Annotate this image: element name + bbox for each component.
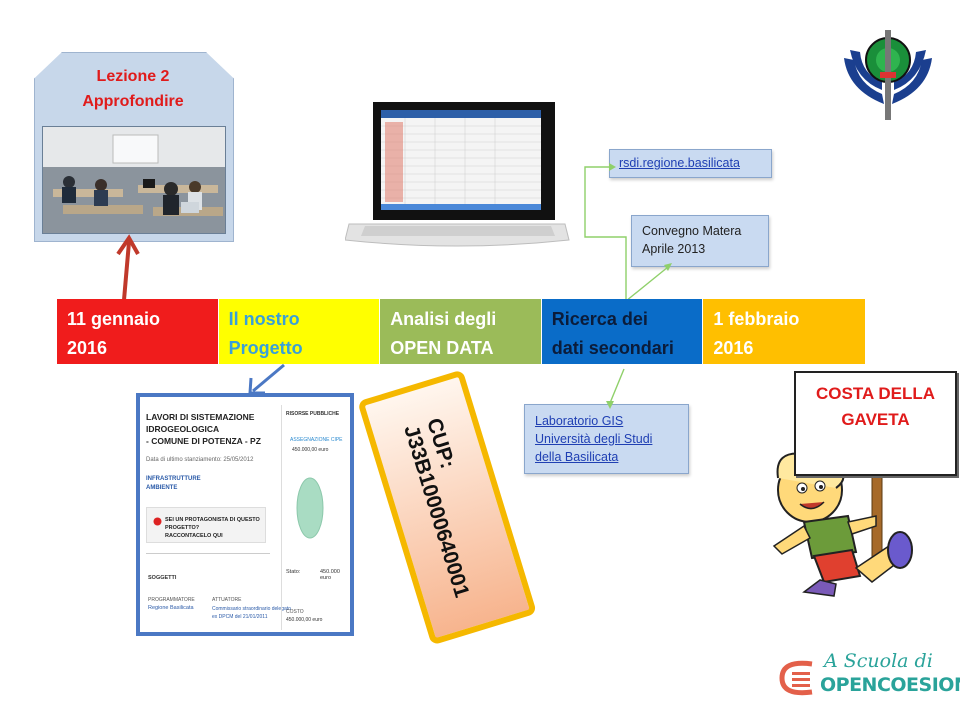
- implementer-label: ATTUATORE: [212, 597, 242, 603]
- implementer-line2: ex DPCM del 21/01/2011: [212, 614, 268, 620]
- sign-line2: GAVETA: [841, 410, 910, 429]
- timeline-segment-secondary-data[interactable]: Ricerca dei dati secondari: [541, 299, 704, 364]
- rsdi-link[interactable]: rsdi.regione.basilicata: [619, 156, 740, 170]
- brand-logo: A Scuola di OPENCOESIONE: [778, 650, 960, 702]
- project-category-line2: AMBIENTE: [146, 485, 178, 491]
- gis-link-line2[interactable]: Università degli Studi: [535, 432, 653, 446]
- timeline: 11 gennaio 2016 Il nostro Progetto Anali…: [57, 299, 865, 364]
- timeline-segment-line2: dati secondari: [551, 338, 674, 358]
- assignment-value: 450.000,00 euro: [292, 447, 329, 453]
- total-label: Stato:: [286, 569, 301, 575]
- timeline-segment-line1: Ricerca dei: [551, 309, 648, 329]
- sign-text: COSTA DELLA GAVETA: [794, 381, 957, 433]
- school-logo-icon: [844, 30, 932, 120]
- connector-lines: [584, 163, 672, 409]
- total-value: 450.000 euro: [320, 569, 340, 581]
- cup-text: CUP: J33B10000640001: [398, 415, 496, 600]
- cup-card: CUP: J33B10000640001: [357, 369, 538, 646]
- programmer-label: PROGRAMMATORE: [148, 597, 195, 603]
- alert-icon: [153, 517, 162, 526]
- convegno-line1: Convegno Matera: [642, 224, 742, 238]
- lesson-title-line2: Approfondire: [82, 93, 184, 110]
- cup-card-frame: CUP: J33B10000640001: [357, 369, 538, 646]
- timeline-segment-start[interactable]: 11 gennaio 2016: [57, 299, 219, 364]
- timeline-segment-line1: Analisi degli: [390, 309, 497, 329]
- cost-value: 450.000,00 euro: [286, 617, 323, 623]
- project-title-line2: - COMUNE DI POTENZA - PZ: [146, 436, 261, 446]
- timeline-segment-line2: 2016: [713, 338, 754, 358]
- gis-link-line3[interactable]: della Basilicata: [535, 450, 619, 464]
- classroom-photo: [42, 126, 226, 234]
- classroom-illustration: [43, 127, 225, 233]
- brand-line1: A Scuola di: [824, 650, 933, 672]
- timeline-segment-project[interactable]: Il nostro Progetto: [218, 299, 381, 364]
- subjects-header: SOGGETTI: [148, 575, 177, 581]
- project-date: Data di ultimo stanziamento: 25/05/2012: [146, 457, 254, 463]
- lesson-title: Lezione 2 Approfondire: [34, 64, 232, 114]
- timeline-segment-line2: OPEN DATA: [390, 338, 494, 358]
- gis-callout: Laboratorio GIS Università degli Studi d…: [524, 404, 689, 474]
- programmer-value: Regione Basilicata: [148, 605, 194, 611]
- sign-board: [794, 371, 957, 476]
- timeline-segment-line2: Progetto: [228, 338, 303, 358]
- gis-link-line1[interactable]: Laboratorio GIS: [535, 414, 624, 428]
- timeline-segment-line2: 2016: [67, 338, 108, 358]
- implementer-line1: Commissario straordinario delegato: [212, 606, 291, 612]
- opencoesione-icon: [779, 660, 813, 696]
- timeline-segment-open-data[interactable]: Analisi degli OPEN DATA: [380, 299, 542, 364]
- resources-header: RISORSE PUBBLICHE: [286, 411, 340, 417]
- pie-chart-icon: [296, 477, 324, 539]
- project-title-line1: LAVORI DI SISTEMAZIONE IDROGEOLOGICA: [146, 412, 255, 434]
- cost-label: COSTO: [286, 609, 304, 615]
- project-screenshot: LAVORI DI SISTEMAZIONE IDROGEOLOGICA - C…: [136, 393, 354, 636]
- column-divider: [281, 405, 282, 630]
- timeline-segment-line1: Il nostro: [228, 309, 300, 329]
- red-arrow-icon: [116, 234, 140, 301]
- rsdi-callout: rsdi.regione.basilicata: [609, 149, 772, 178]
- divider: [146, 553, 270, 554]
- timeline-segment-end[interactable]: 1 febbraio 2016: [703, 299, 865, 364]
- timeline-segment-line1: 1 febbraio: [713, 309, 800, 329]
- convegno-line2: Aprile 2013: [642, 242, 706, 256]
- convegno-callout: Convegno Matera Aprile 2013: [631, 215, 769, 267]
- protagonist-line1: SEI UN PROTAGONISTA DI QUESTO PROGETTO?: [165, 517, 260, 531]
- timeline-segment-line1: 11 gennaio: [67, 309, 161, 329]
- laptop-icon: [345, 102, 570, 247]
- assignment-label: ASSEGNAZIONE CIPE: [290, 437, 343, 443]
- lesson-title-line1: Lezione 2: [96, 68, 170, 85]
- brand-line2: OPENCOESIONE: [820, 674, 960, 696]
- project-category-line1: INFRASTRUTTURE: [146, 476, 201, 482]
- sign-line1: COSTA DELLA: [816, 384, 935, 403]
- protagonist-box[interactable]: SEI UN PROTAGONISTA DI QUESTO PROGETTO? …: [146, 507, 266, 543]
- protagonist-line2: RACCONTACELO QUI: [165, 533, 223, 539]
